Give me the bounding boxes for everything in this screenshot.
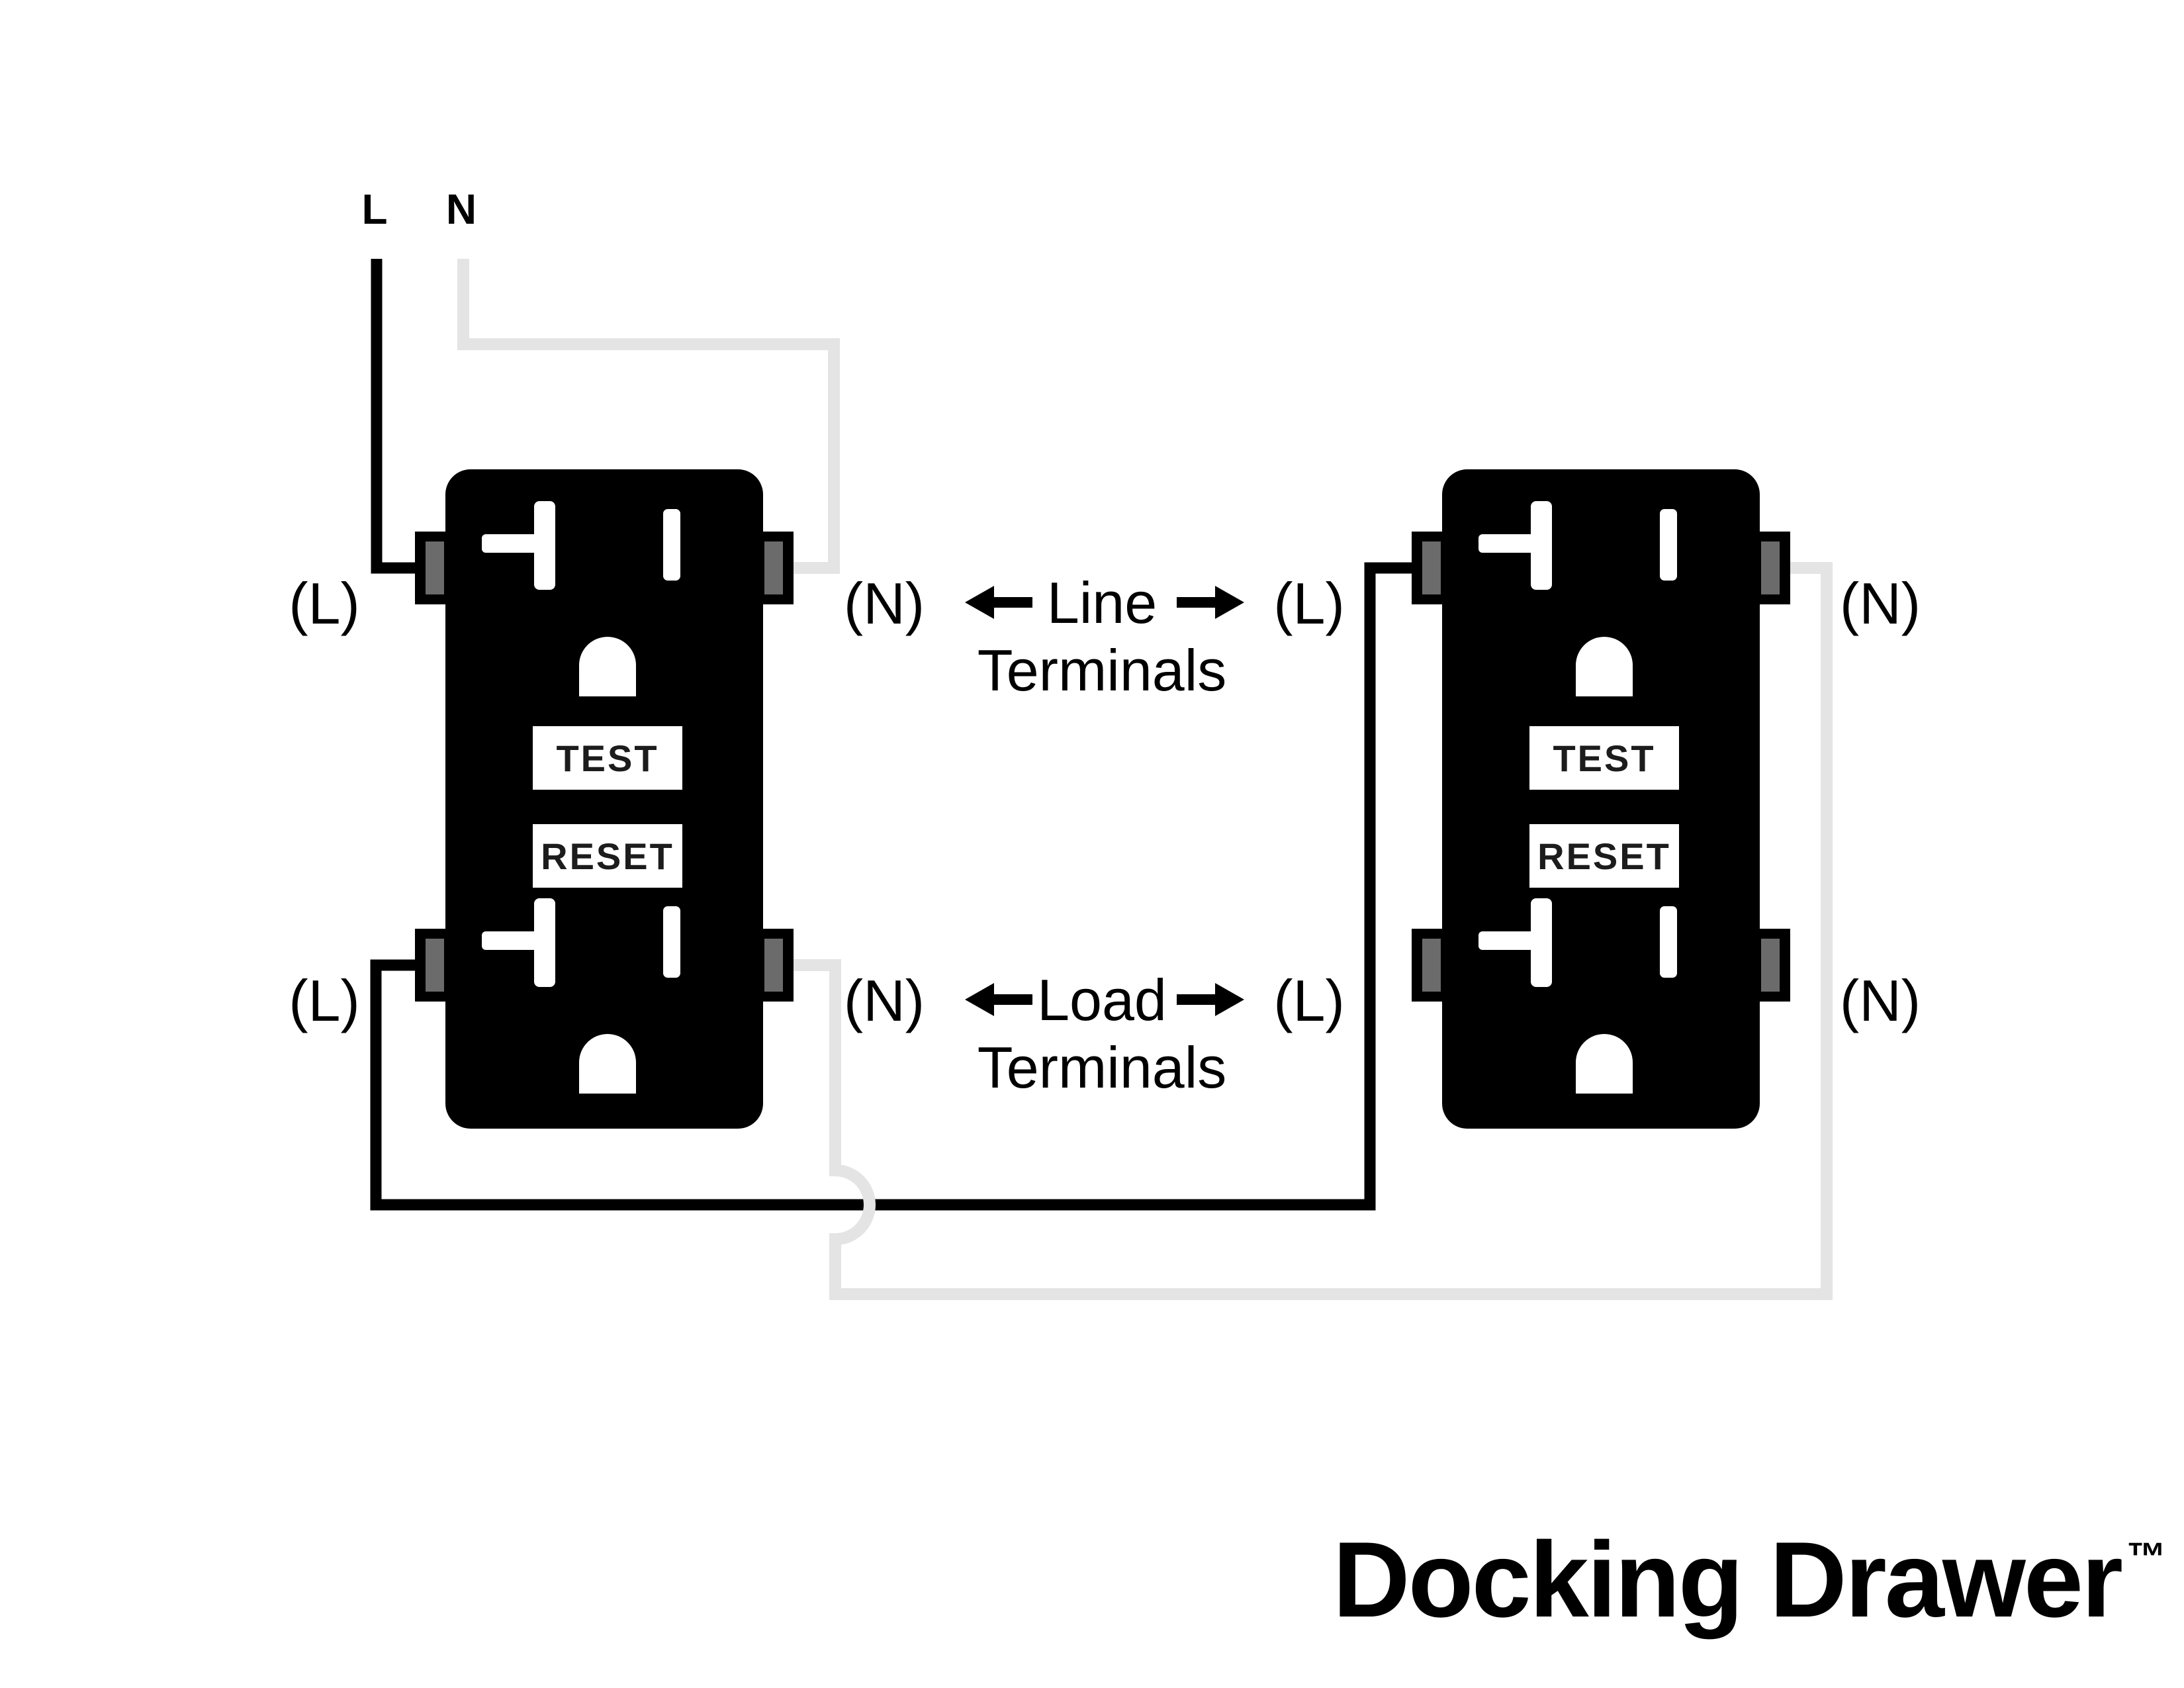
outlet2-bottom-narrow-slot: [1660, 906, 1677, 978]
outlet1-line-l-label: (L): [289, 571, 360, 636]
line-left-arrow-icon: [965, 586, 1032, 619]
outlet2-bottom-t-slot-vertical: [1531, 898, 1552, 987]
logo-text: Docking Drawer: [1333, 1520, 2122, 1640]
outlet1-line-n-contact: [764, 541, 783, 594]
outlet1-bottom-narrow-slot: [663, 906, 680, 978]
outlet1-top-narrow-slot: [663, 509, 680, 581]
outlet1-line-n-label: (N): [844, 571, 925, 636]
outlet1-load-n-contact: [764, 939, 783, 992]
outlet2-test-button: [1529, 726, 1679, 790]
outlet2-load-n-label: (N): [1840, 968, 1921, 1033]
load-left-arrow-icon: [965, 983, 1032, 1016]
load-caption-subtitle: Terminals: [978, 1035, 1227, 1100]
outlet1-load-l-label: (L): [289, 968, 360, 1033]
outlet1-body: [445, 469, 763, 1129]
outlet2-line-l-contact: [1422, 541, 1441, 594]
outlet2-bottom-ground-slot: [1576, 1034, 1633, 1094]
outlet1-line-l-contact: [426, 541, 444, 594]
load-terminals-caption: Load Terminals: [965, 967, 1244, 1100]
outlet2-load-l-label: (L): [1273, 968, 1345, 1033]
logo-trademark-icon: ™: [2126, 1534, 2166, 1579]
outlet2-top-t-slot-horizontal: [1479, 534, 1537, 553]
gfci-outlet-2: TEST RESET: [1412, 469, 1790, 1129]
outlet1-top-t-slot-horizontal: [482, 534, 540, 553]
outlet1-reset-label: RESET: [541, 835, 674, 877]
line-right-arrow-icon: [1177, 586, 1244, 619]
load-right-arrow-icon: [1177, 983, 1244, 1016]
outlet2-reset-label: RESET: [1537, 835, 1671, 877]
outlet1-bottom-t-slot-horizontal: [482, 931, 540, 950]
outlet2-reset-button: [1529, 824, 1679, 888]
outlet2-load-l-contact: [1422, 939, 1441, 992]
outlet1-top-ground-slot: [579, 637, 636, 696]
outlet1-load-n-label: (N): [844, 968, 925, 1033]
outlet2-line-l-label: (L): [1273, 571, 1345, 636]
source-neutral-label: N: [446, 185, 477, 233]
outlet1-bottom-ground-slot: [579, 1034, 636, 1094]
outlet2-top-ground-slot: [1576, 637, 1633, 696]
outlet2-load-n-contact: [1761, 939, 1780, 992]
line-caption-title: Line: [1047, 570, 1157, 635]
outlet2-bottom-t-slot-horizontal: [1479, 931, 1537, 950]
outlet2-test-label: TEST: [1553, 737, 1655, 779]
outlet1-bottom-t-slot-vertical: [534, 898, 555, 987]
outlet2-line-n-contact: [1761, 541, 1780, 594]
outlet2-line-n-label: (N): [1840, 571, 1921, 636]
line-caption-subtitle: Terminals: [978, 637, 1227, 703]
load-caption-title: Load: [1037, 967, 1167, 1033]
live-supply-wire: [371, 259, 418, 574]
outlet1-test-label: TEST: [556, 737, 659, 779]
outlet2-top-t-slot-vertical: [1531, 501, 1552, 590]
outlet2-top-narrow-slot: [1660, 509, 1677, 581]
outlet1-load-l-contact: [426, 939, 444, 992]
outlet1-reset-button: [533, 824, 682, 888]
gfci-outlet-1: TEST RESET: [415, 469, 794, 1129]
brand-logo: Docking Drawer ™: [1333, 1520, 2166, 1640]
outlet2-body: [1442, 469, 1760, 1129]
line-terminals-caption: Line Terminals: [965, 570, 1244, 703]
neutral-supply-wire: [457, 259, 840, 574]
outlet1-test-button: [533, 726, 682, 790]
source-live-label: L: [361, 185, 387, 233]
neutral-jumper-wire: [792, 562, 1833, 1300]
outlet1-top-t-slot-vertical: [534, 501, 555, 590]
